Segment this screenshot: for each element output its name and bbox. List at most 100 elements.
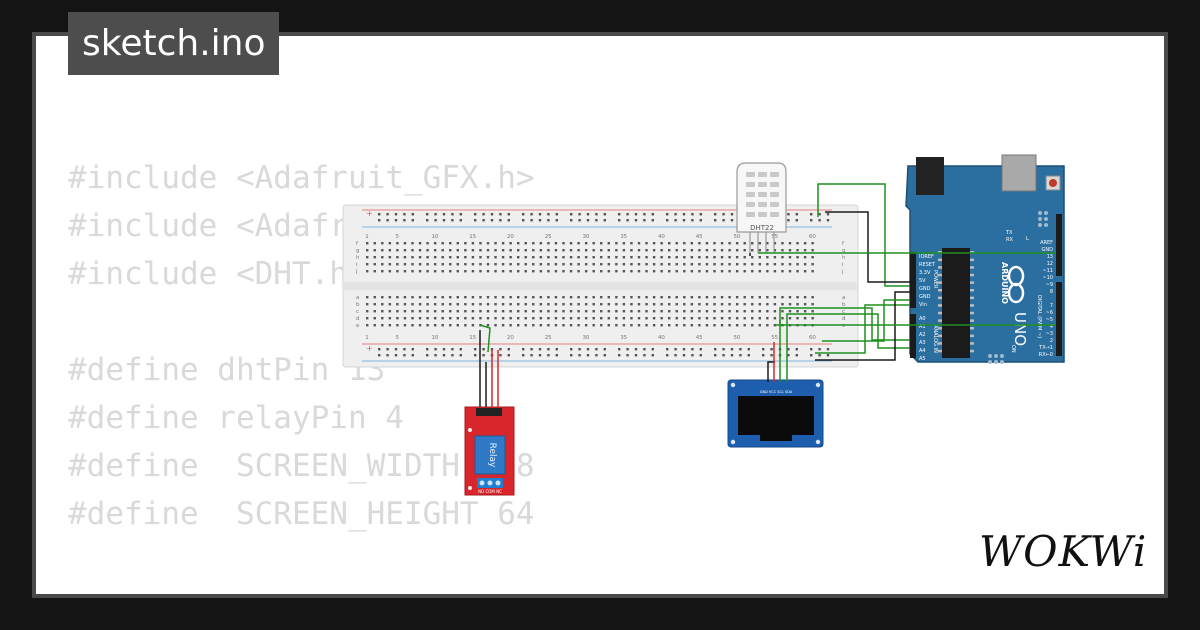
terminal-hole[interactable] <box>517 256 520 259</box>
terminal-hole[interactable] <box>373 324 376 327</box>
rail-hole[interactable] <box>538 348 542 351</box>
terminal-hole[interactable] <box>554 303 558 306</box>
rail-hole[interactable] <box>451 219 454 222</box>
rail-hole[interactable] <box>762 354 765 357</box>
rail-hole[interactable] <box>666 354 669 357</box>
terminal-hole[interactable] <box>396 242 399 245</box>
terminal-hole[interactable] <box>615 303 618 306</box>
terminal-hole[interactable] <box>426 256 429 259</box>
terminal-hole[interactable] <box>418 263 422 266</box>
terminal-hole[interactable] <box>811 242 814 245</box>
terminal-hole[interactable] <box>796 242 799 245</box>
rail-hole[interactable] <box>411 348 414 351</box>
rail-hole[interactable] <box>459 354 462 357</box>
terminal-hole[interactable] <box>683 303 686 306</box>
terminal-hole[interactable] <box>645 296 648 299</box>
terminal-hole[interactable] <box>766 263 769 266</box>
terminal-hole[interactable] <box>554 324 558 327</box>
terminal-hole[interactable] <box>456 249 459 252</box>
rail-hole[interactable] <box>386 219 389 222</box>
terminal-hole[interactable] <box>668 270 671 273</box>
terminal-hole[interactable] <box>728 310 731 313</box>
rail-hole[interactable] <box>378 354 381 357</box>
terminal-hole[interactable] <box>751 242 754 245</box>
rail-hole[interactable] <box>730 348 734 351</box>
terminal-hole[interactable] <box>705 242 709 245</box>
terminal-hole[interactable] <box>803 317 807 320</box>
terminal-hole[interactable] <box>539 296 543 299</box>
terminal-hole[interactable] <box>758 270 761 273</box>
terminal-hole[interactable] <box>758 256 761 259</box>
terminal-hole[interactable] <box>418 310 422 313</box>
terminal-hole[interactable] <box>803 263 807 266</box>
terminal-hole[interactable] <box>547 303 550 306</box>
terminal-hole[interactable] <box>381 324 384 327</box>
terminal-hole[interactable] <box>486 263 490 266</box>
terminal-hole[interactable] <box>396 310 399 313</box>
terminal-hole[interactable] <box>373 270 376 273</box>
terminal-hole[interactable] <box>705 249 709 252</box>
rail-hole[interactable] <box>378 219 381 222</box>
rail-hole[interactable] <box>578 219 581 222</box>
rail-hole[interactable] <box>682 213 686 216</box>
terminal-hole[interactable] <box>411 317 414 320</box>
rail-hole[interactable] <box>787 348 790 351</box>
terminal-hole[interactable] <box>524 303 527 306</box>
terminal-hole[interactable] <box>456 324 459 327</box>
terminal-hole[interactable] <box>471 249 475 252</box>
terminal-hole[interactable] <box>388 249 392 252</box>
terminal-hole[interactable] <box>607 263 610 266</box>
terminal-hole[interactable] <box>584 324 588 327</box>
rail-hole[interactable] <box>386 213 389 216</box>
rail-hole[interactable] <box>386 348 389 351</box>
terminal-hole[interactable] <box>562 303 565 306</box>
terminal-hole[interactable] <box>562 242 565 245</box>
terminal-hole[interactable] <box>532 303 535 306</box>
terminal-hole[interactable] <box>735 249 739 252</box>
terminal-hole[interactable] <box>449 310 452 313</box>
rail-hole[interactable] <box>499 219 502 222</box>
terminal-hole[interactable] <box>479 256 482 259</box>
terminal-hole[interactable] <box>554 296 558 299</box>
terminal-hole[interactable] <box>449 256 452 259</box>
rail-hole[interactable] <box>555 354 558 357</box>
terminal-hole[interactable] <box>539 263 543 266</box>
terminal-hole[interactable] <box>471 324 475 327</box>
terminal-hole[interactable] <box>788 317 792 320</box>
terminal-hole[interactable] <box>645 317 648 320</box>
terminal-hole[interactable] <box>486 270 490 273</box>
rail-hole[interactable] <box>826 354 830 357</box>
rail-hole[interactable] <box>570 219 573 222</box>
terminal-hole[interactable] <box>720 310 724 313</box>
rail-hole[interactable] <box>643 348 646 351</box>
rail-hole[interactable] <box>626 219 629 222</box>
rail-hole[interactable] <box>538 354 542 357</box>
terminal-hole[interactable] <box>600 296 603 299</box>
rail-hole[interactable] <box>722 348 725 351</box>
rail-hole[interactable] <box>787 354 790 357</box>
terminal-hole[interactable] <box>494 263 497 266</box>
terminal-hole[interactable] <box>607 249 610 252</box>
rail-hole[interactable] <box>530 348 533 351</box>
terminal-hole[interactable] <box>683 249 686 252</box>
terminal-hole[interactable] <box>758 303 761 306</box>
terminal-hole[interactable] <box>796 296 799 299</box>
terminal-hole[interactable] <box>584 296 588 299</box>
terminal-hole[interactable] <box>449 303 452 306</box>
terminal-hole[interactable] <box>622 324 626 327</box>
terminal-hole[interactable] <box>615 263 618 266</box>
terminal-hole[interactable] <box>713 256 716 259</box>
terminal-hole[interactable] <box>509 270 512 273</box>
terminal-hole[interactable] <box>600 270 603 273</box>
terminal-hole[interactable] <box>637 242 641 245</box>
terminal-hole[interactable] <box>690 317 694 320</box>
rail-hole[interactable] <box>674 348 677 351</box>
dht22-sensor[interactable]: DHT22 <box>736 162 787 253</box>
terminal-hole[interactable] <box>539 249 543 252</box>
terminal-hole[interactable] <box>366 317 369 320</box>
rail-hole[interactable] <box>810 219 813 222</box>
terminal-hole[interactable] <box>441 296 444 299</box>
terminal-hole[interactable] <box>698 317 701 320</box>
terminal-hole[interactable] <box>486 310 490 313</box>
terminal-hole[interactable] <box>615 324 618 327</box>
